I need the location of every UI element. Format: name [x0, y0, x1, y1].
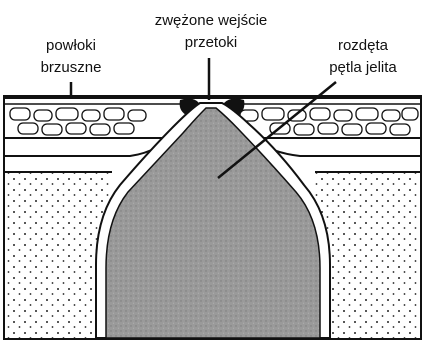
label-distended-loop-line1: rozdęta [338, 37, 389, 54]
label-narrowed-opening-line2: przetoki [185, 34, 238, 51]
label-distended-loop-line2: pętla jelita [329, 59, 397, 76]
label-narrowed-opening-line1: zwężone wejście [155, 12, 268, 29]
label-abdominal-wall-line1: powłoki [46, 37, 96, 54]
label-abdominal-wall-line2: brzuszne [41, 59, 102, 76]
